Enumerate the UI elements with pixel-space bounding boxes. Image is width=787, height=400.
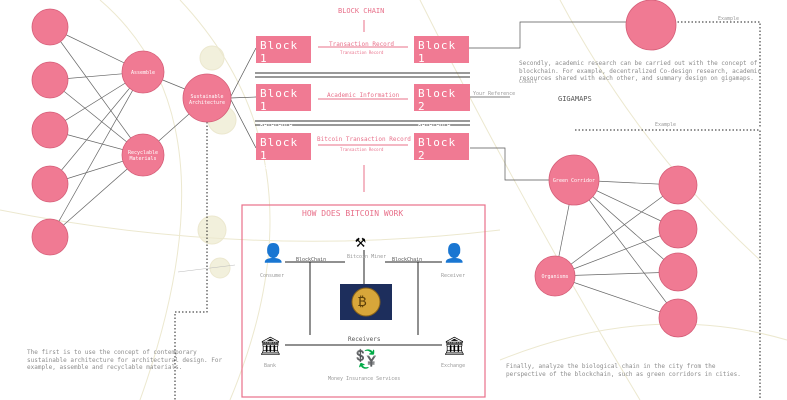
block-arrows: [318, 20, 408, 192]
bitcoin-box-frame: [241, 204, 486, 398]
left-hub-node: [182, 73, 232, 123]
right-side-node: [534, 255, 576, 297]
block-sub: (Bitcoin): [260, 67, 293, 74]
right-hub-node: [548, 154, 600, 206]
hub-to-blocks-lines: [229, 47, 257, 149]
block-row3-left: Block 1 Waste: [256, 133, 311, 171]
block-title: Block 1: [260, 136, 299, 162]
block-row1-left: Block 1 (Bitcoin): [256, 36, 311, 74]
right-leaf-node-1: [658, 165, 698, 205]
arrow-sub-row1: Transaction Record: [340, 50, 384, 55]
receiver-person-icon: 👤: [443, 243, 466, 264]
block-title: Block 1: [418, 39, 457, 65]
bitcoin-coin-icon: ₿: [358, 294, 367, 310]
block-sub: Your Reference: [418, 115, 451, 129]
receiver-label: Receiver: [441, 273, 466, 279]
arrow-sub-row3: Transaction Record: [340, 147, 384, 152]
block-row2-left: Block 1 Your Reference: [256, 84, 311, 129]
block-row1-right: Block 1 (Bitcoin): [414, 36, 469, 74]
left-mid-node-top: [121, 50, 165, 94]
top-right-node: [625, 0, 677, 51]
arrow-label-row1: Transaction Record: [329, 41, 395, 48]
example-mid-label: Example: [655, 122, 677, 128]
consumer-person-icon: 👤: [262, 243, 285, 264]
right-hub-label: Green Corridor: [552, 178, 596, 184]
left-mid-node-bottom: [121, 133, 165, 177]
exchange-icon: 🏛: [443, 336, 466, 357]
block-sub: Waste: [260, 164, 279, 171]
paragraph-right-top: Secondly, academic research can be carri…: [519, 60, 762, 82]
block-title: Block 1: [260, 39, 299, 65]
gigamaps-label: GIGAMAPS: [558, 95, 592, 103]
left-network-nodes: [31, 8, 232, 256]
block-right-connections: [468, 21, 628, 181]
arrow-label-row3: Bitcoin Transaction Record: [317, 136, 411, 143]
right-side-label: Organisms: [541, 274, 569, 280]
miner-label: Bitcoin Miner: [347, 254, 387, 260]
left-leaf-node-4: [31, 165, 69, 203]
blockchain-title: BLOCK CHAIN: [338, 7, 385, 15]
block-title: Block 1: [260, 87, 299, 113]
bank-icon: 🏛: [259, 336, 282, 357]
bitcoin-box-title: HOW DOES BITCOIN WORK: [302, 209, 404, 218]
block-separators: [255, 72, 470, 126]
block-row3-right: Block 2 Fertilizer: [414, 133, 469, 171]
giga-small-label: Your Reference: [473, 91, 516, 97]
block-row2-right: Block 2 Your Reference: [414, 84, 470, 129]
bank-label: Bank: [264, 363, 277, 369]
arrow-label-row2: Academic Information: [327, 92, 400, 99]
block-sub: Your Reference: [260, 115, 293, 129]
exchange-label: Exchange: [441, 363, 466, 369]
blockchain-left-label: BlockChain: [296, 257, 327, 263]
block-sub: Fertilizer: [418, 164, 455, 171]
receivers-label: Receivers: [348, 336, 381, 343]
right-leaf-node-4: [658, 298, 698, 338]
blockchain-right-label: BlockChain: [392, 257, 423, 263]
right-network-nodes: [534, 0, 698, 338]
example-top-label: Example: [718, 16, 740, 22]
right-leaf-node-2: [658, 209, 698, 249]
cobalt-label: Cobalt: [519, 79, 538, 85]
left-mid-top-label: Assemble: [130, 70, 156, 76]
left-mid-bottom-label: Recyclable Materials: [127, 150, 159, 162]
left-leaf-node-1: [31, 8, 69, 46]
block-title: Block 2: [418, 87, 457, 113]
consumer-label: Consumer: [260, 273, 285, 279]
right-leaf-node-3: [658, 252, 698, 292]
left-leaf-node-3: [31, 111, 69, 149]
paragraph-left-bottom: The first is to use the concept of conte…: [27, 349, 223, 371]
block-sub: (Bitcoin): [418, 67, 451, 74]
money-services-label: Money Insurance Services: [328, 376, 401, 382]
paragraph-right-bottom: Finally, analyze the biological chain in…: [506, 363, 741, 378]
bitcoin-flow-lines: [285, 250, 442, 346]
block-title: Block 2: [418, 136, 457, 162]
left-leaf-node-5: [31, 218, 69, 256]
dashed-connectors: [174, 21, 761, 400]
left-leaf-node-2: [31, 61, 69, 99]
money-services-icon: 💱: [355, 349, 378, 370]
left-hub-label: Sustainable Architecture: [188, 94, 226, 106]
pickaxe-icon: ⚒: [355, 231, 366, 252]
